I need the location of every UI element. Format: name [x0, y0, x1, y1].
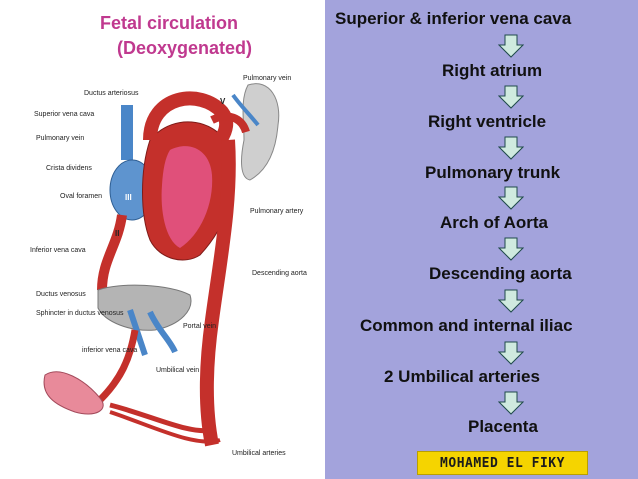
label-pulmonary-vein-top: Pulmonary vein	[243, 75, 291, 82]
lung-shape	[241, 83, 280, 181]
down-arrow-icon	[498, 34, 524, 58]
label-descending-aorta: Descending aorta	[252, 270, 307, 277]
descending-aorta-vessel	[199, 139, 236, 447]
label-inferior-vena-cava-upper: Inferior vena cava	[30, 247, 86, 254]
diagram-title-line2: (Deoxygenated)	[117, 38, 253, 58]
label-portal-vein: Portal vein	[183, 323, 216, 330]
aortic-arch-vessel	[143, 91, 234, 155]
label-crista-dividens: Crista dividens	[46, 165, 92, 172]
ductus-venosus-vessel	[147, 310, 178, 354]
label-ductus-venosus: Ductus venosus	[36, 291, 86, 298]
pulmonary-vein-vessel	[231, 93, 260, 127]
placenta-shape	[43, 371, 104, 415]
pulmonary-artery-vessel	[210, 112, 250, 134]
flow-step-7: Common and internal iliac	[360, 316, 573, 335]
umbilical-artery-vessel-1	[109, 402, 213, 434]
label-ductus-arteriosus: Ductus arteriosus	[84, 90, 139, 97]
label-roman-5: V	[220, 97, 226, 106]
label-umbilical-arteries: Umbilical arteries	[232, 450, 286, 457]
label-roman-3: III	[125, 193, 132, 202]
down-arrow-icon	[498, 186, 524, 210]
ventricle-shape	[161, 146, 213, 248]
flow-step-8: 2 Umbilical arteries	[384, 367, 540, 386]
umbilical-vein-vessel	[97, 329, 139, 403]
diagram-title-line1: Fetal circulation	[100, 13, 239, 33]
down-arrow-icon	[498, 341, 524, 365]
down-arrow-icon	[498, 85, 524, 109]
label-pulmonary-vein-left: Pulmonary vein	[36, 135, 84, 142]
down-arrow-icon	[498, 391, 524, 415]
fetal-circulation-diagram: Pulmonary vein Ductus arteriosus Superio…	[30, 75, 307, 457]
flow-step-5: Arch of Aorta	[440, 213, 548, 232]
down-arrow-icon	[498, 289, 524, 313]
label-superior-vena-cava: Superior vena cava	[34, 111, 94, 118]
label-umbilical-vein: Umbilical vein	[156, 367, 199, 374]
label-pulmonary-artery: Pulmonary artery	[250, 208, 304, 215]
flow-step-6: Descending aorta	[429, 264, 572, 283]
flow-step-1: Superior & inferior vena cava	[335, 9, 572, 28]
flow-step-9: Placenta	[468, 417, 538, 436]
flow-panel	[325, 0, 638, 479]
inferior-vena-cava-vessel	[97, 214, 127, 291]
label-inferior-vena-cava-lower: inferior vena cava	[82, 347, 137, 354]
label-oval-foramen: Oval foramen	[60, 193, 102, 200]
author-signature-badge: MOHAMED EL FIKY	[417, 451, 588, 475]
umbilical-artery-vessel-2	[109, 410, 221, 444]
down-arrow-icon	[498, 136, 524, 160]
label-roman-4: IV	[186, 111, 194, 120]
label-roman-2: II	[115, 229, 119, 238]
flow-step-2: Right atrium	[442, 61, 543, 80]
diagram-panel: Fetal circulation (Deoxygenated) P	[30, 13, 307, 457]
liver-shape	[97, 284, 192, 331]
label-sphincter: Sphincter in ductus venosus	[36, 310, 124, 317]
flow-step-4: Pulmonary trunk	[425, 163, 561, 182]
flow-step-3: Right ventricle	[428, 112, 547, 131]
down-arrow-icon	[498, 237, 524, 261]
